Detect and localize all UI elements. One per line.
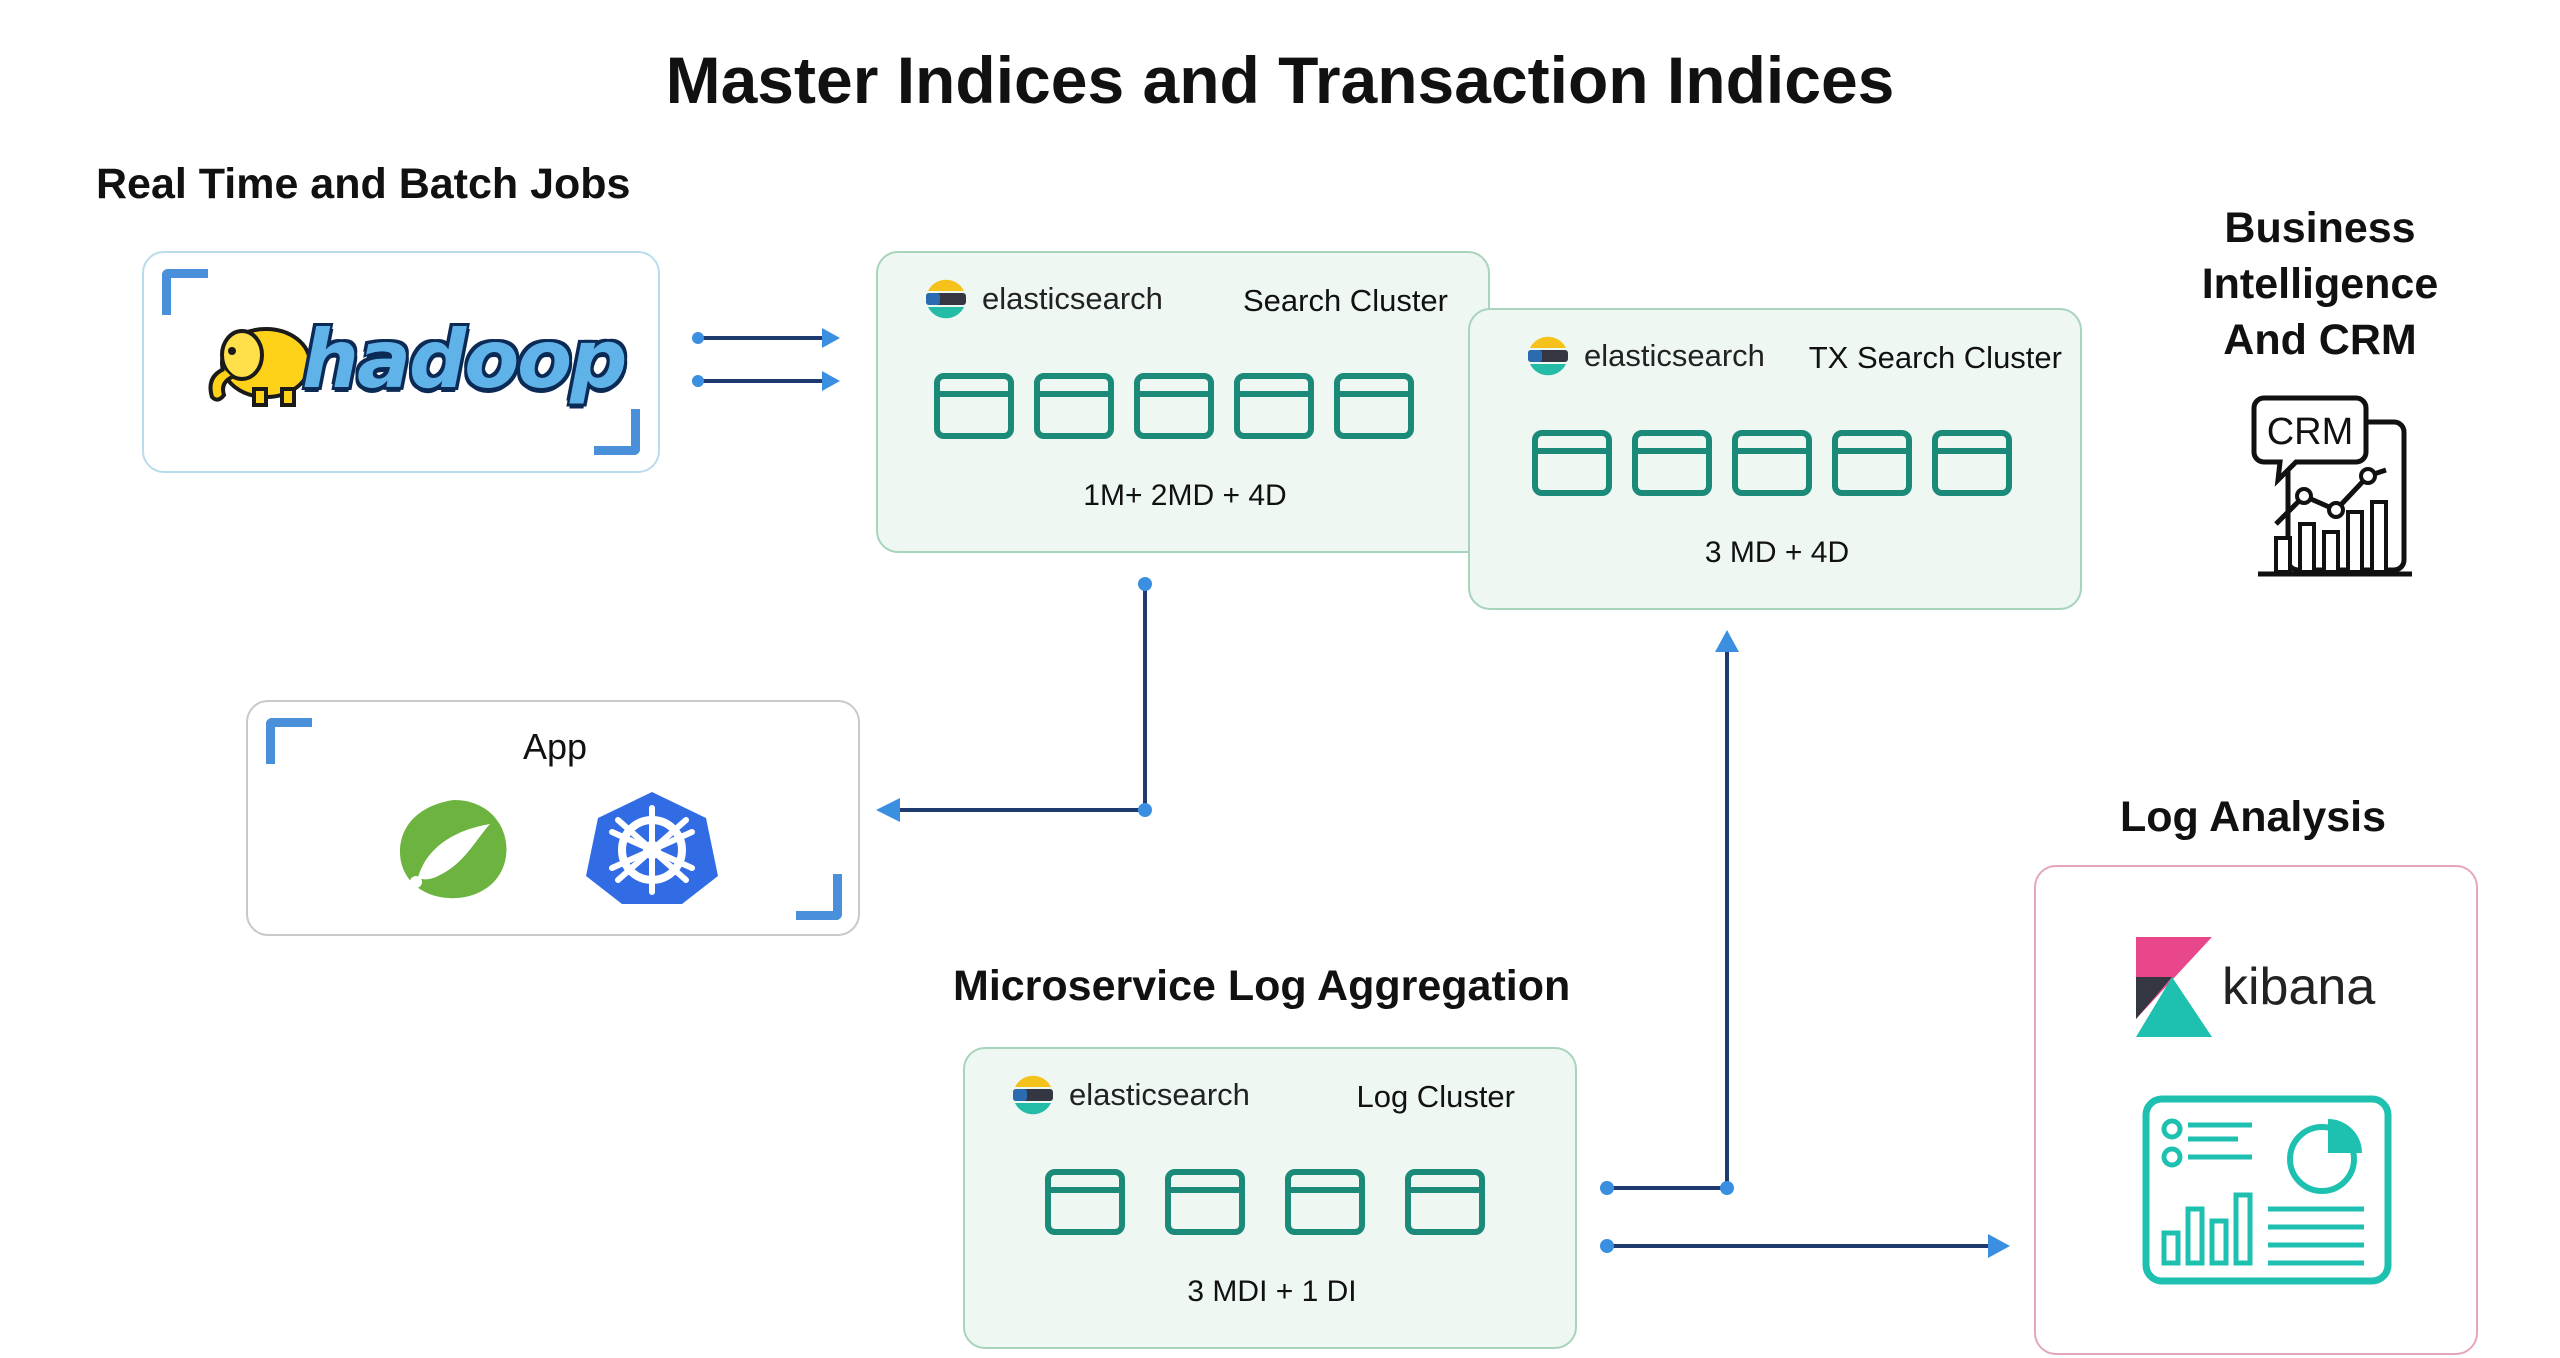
- search-to-app-arrow: [898, 584, 1147, 812]
- app-label: App: [522, 726, 588, 767]
- elasticsearch-brand: elasticsearch: [982, 281, 1163, 316]
- corner-bracket-icon: [796, 874, 842, 920]
- search-cluster-name: Search Cluster: [1242, 283, 1448, 318]
- tx-cluster-nodes: [1532, 430, 2012, 496]
- index-node-icon: [1234, 373, 1314, 439]
- arrow-head-icon: [822, 328, 840, 348]
- elasticsearch-logo: elasticsearch: [1011, 1073, 1250, 1117]
- index-node-icon: [1165, 1169, 1245, 1235]
- kubernetes-icon: [586, 792, 718, 904]
- log-cluster-nodes: [1045, 1169, 1485, 1235]
- bi-crm-line-3: And CRM: [2223, 316, 2417, 364]
- index-node-icon: [1832, 430, 1912, 496]
- index-node-icon: [1034, 373, 1114, 439]
- log-analysis-heading: Log Analysis: [2120, 793, 2387, 841]
- elasticsearch-icon: [926, 279, 966, 319]
- bi-crm-heading: Business Intelligence And CRM: [2120, 200, 2520, 368]
- elasticsearch-icon: [1528, 336, 1568, 376]
- app-panel: App: [246, 700, 860, 936]
- index-node-icon: [1632, 430, 1712, 496]
- search-cluster-nodes: [934, 373, 1414, 439]
- arrow-head-icon: [876, 798, 900, 822]
- elasticsearch-logo: elasticsearch: [1526, 334, 1765, 378]
- hadoop-elephant-icon: [208, 327, 312, 407]
- log-aggregation-heading: Microservice Log Aggregation: [953, 962, 1571, 1010]
- search-cluster-caption: 1M+ 2MD + 4D: [1083, 479, 1287, 512]
- tx-cluster-panel: elasticsearch TX Search Cluster 3 MD + 4…: [1468, 308, 2082, 610]
- index-node-icon: [1134, 373, 1214, 439]
- hadoop-panel: hadoop: [142, 251, 660, 473]
- arrow-head-icon: [1715, 630, 1739, 652]
- log-analysis-panel: kibana: [2034, 865, 2478, 1355]
- kibana-logo-text: kibana: [2222, 958, 2376, 1016]
- index-node-icon: [1932, 430, 2012, 496]
- elasticsearch-brand: elasticsearch: [1584, 338, 1765, 373]
- log-cluster-panel: elasticsearch Log Cluster 3 MDI + 1 DI: [963, 1047, 1577, 1349]
- index-node-icon: [934, 373, 1014, 439]
- index-node-icon: [1405, 1169, 1485, 1235]
- corner-bracket-icon: [266, 718, 312, 764]
- dashboard-icon: [2142, 1095, 2392, 1285]
- kibana-icon: [2136, 937, 2212, 1037]
- bi-crm-line-2: Intelligence: [2201, 260, 2439, 308]
- hadoop-logo-text: hadoop: [302, 313, 627, 406]
- arrow-head-icon: [1988, 1234, 2010, 1258]
- log-cluster-caption: 3 MDI + 1 DI: [1187, 1275, 1357, 1308]
- tx-cluster-caption: 3 MD + 4D: [1704, 536, 1850, 569]
- arrow-head-icon: [822, 371, 840, 391]
- crm-icon-label: CRM: [2267, 411, 2354, 453]
- index-node-icon: [1334, 373, 1414, 439]
- index-node-icon: [1045, 1169, 1125, 1235]
- corner-bracket-icon: [162, 269, 208, 315]
- crm-icon: CRM: [2251, 395, 2412, 577]
- index-node-icon: [1732, 430, 1812, 496]
- log-cluster-name: Log Cluster: [1356, 1079, 1515, 1114]
- spring-leaf-icon: [400, 800, 507, 899]
- bi-crm-line-1: Business: [2224, 204, 2416, 252]
- index-node-icon: [1285, 1169, 1365, 1235]
- log-to-tx-arrow: [1607, 650, 1729, 1190]
- elasticsearch-logo: elasticsearch: [924, 277, 1163, 321]
- tx-cluster-name: TX Search Cluster: [1808, 340, 2062, 375]
- batch-jobs-heading: Real Time and Batch Jobs: [96, 160, 631, 208]
- elasticsearch-brand: elasticsearch: [1069, 1077, 1250, 1112]
- corner-bracket-icon: [594, 409, 640, 455]
- index-node-icon: [1532, 430, 1612, 496]
- elasticsearch-icon: [1013, 1075, 1053, 1115]
- search-cluster-panel: elasticsearch Search Cluster 1M+ 2MD + 4…: [876, 251, 1490, 553]
- diagram-title: Master Indices and Transaction Indices: [665, 43, 1895, 117]
